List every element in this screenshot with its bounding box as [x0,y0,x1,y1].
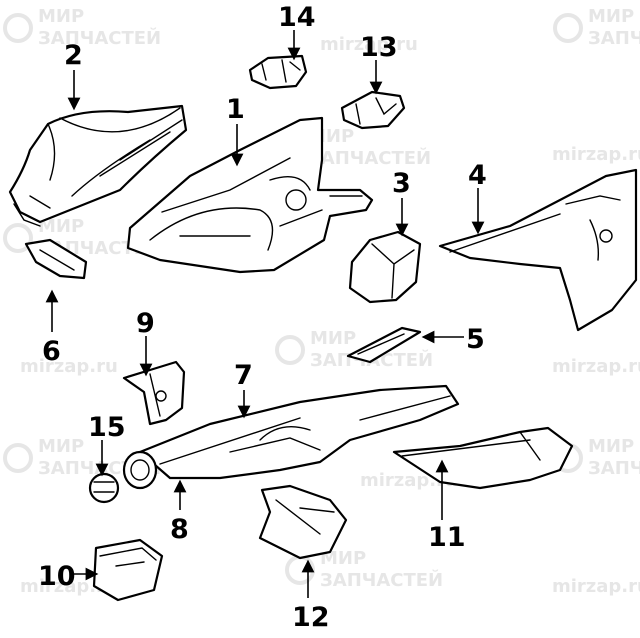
part-7-rail [138,384,460,480]
part-11-reinforcement [392,426,574,490]
callout-11: 11 [428,522,466,553]
watermark-line1: МИР [320,548,366,569]
watermark-logo: МИР ЗАПЧАСТЕЙ [3,6,161,49]
part-14-bracket [248,54,308,90]
callout-12: 12 [292,602,330,633]
watermark-line1: МИР [38,6,84,27]
watermark-line2: ЗАПЧАСТЕЙ [588,27,640,49]
part-10-duct [92,538,164,602]
callout-7: 7 [234,360,253,391]
callout-15: 15 [88,412,126,443]
part-5-strip [346,326,422,364]
callout-6: 6 [42,336,61,367]
part-13-bracket [340,90,406,130]
callout-14: 14 [278,2,316,33]
part-3-bracket [348,230,422,304]
watermark-line2: ЗАПЧАСТЕЙ [320,569,443,591]
watermark-line1: МИР [588,6,634,27]
part-9-plate [122,360,186,426]
callout-numbers: 1 2 3 4 5 6 7 8 9 10 11 12 13 14 15 [38,2,487,633]
callout-5: 5 [466,324,485,355]
part-8-ring [122,450,158,490]
watermark-line1: МИР [38,436,84,457]
watermark-site: mirzap.ru [552,356,640,377]
watermark-site: mirzap.ru [552,144,640,165]
watermark-line1: МИР [588,436,634,457]
callout-9: 9 [136,308,155,339]
watermark-line2: ЗАПЧАСТЕЙ [588,457,640,479]
callout-10: 10 [38,561,76,592]
callout-8: 8 [170,514,189,545]
watermark-line2: ЗАПЧАСТЕЙ [38,27,161,49]
part-2-wheelhouse [8,104,188,227]
callout-1: 1 [226,94,245,125]
watermark-site: mirzap.ru [320,34,418,55]
leader-lines [45,30,485,598]
watermark-line1: МИР [38,216,84,237]
watermark-line1: МИР [310,328,356,349]
watermark-line2: ЗАПЧАСТЕЙ [308,147,431,169]
callout-4: 4 [468,160,487,191]
watermark-site: mirzap.ru [552,576,640,597]
watermark-logo: МИР ЗАПЧАСТЕЙ [553,6,640,49]
part-1-apron-assembly [126,116,374,274]
callout-13: 13 [360,32,398,63]
part-6-bracket [24,238,88,280]
callout-2: 2 [64,40,83,71]
part-15-grommet [88,472,120,504]
watermark-site: mirzap.ru [20,356,118,377]
part-12-bracket [258,484,348,560]
part-4-side-panel [438,168,638,332]
callout-3: 3 [392,168,411,199]
